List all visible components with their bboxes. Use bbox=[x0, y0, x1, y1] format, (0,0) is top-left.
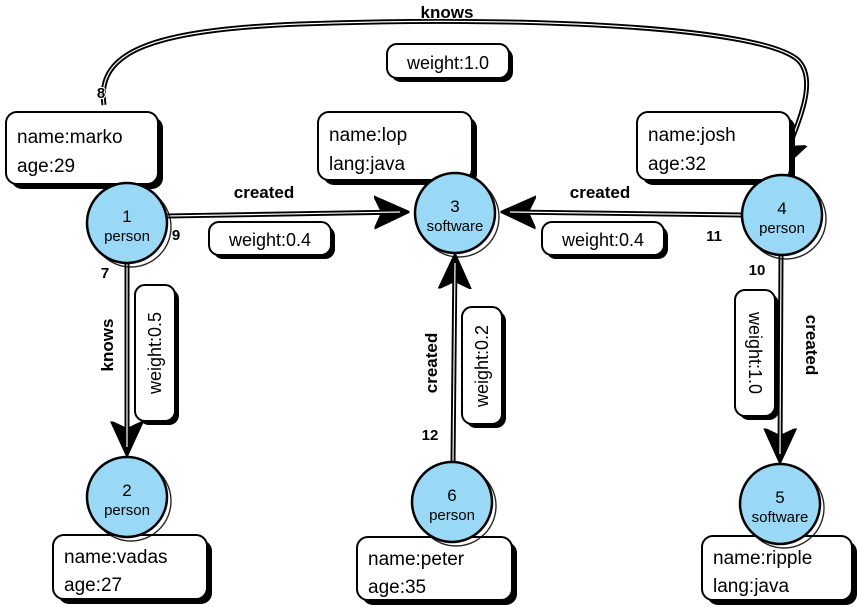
weight-text: weight:1.0 bbox=[406, 53, 489, 73]
vertex-5[interactable]: 5 software bbox=[738, 462, 825, 549]
property-line-1: name:marko bbox=[17, 127, 123, 148]
vertex-id: 3 bbox=[450, 197, 459, 216]
weight-text: weight:1.0 bbox=[745, 311, 765, 394]
edge-label-created-9: created bbox=[234, 183, 294, 202]
edge-label-knows-7: knows bbox=[98, 319, 117, 372]
edge-label-created-12: created bbox=[422, 333, 441, 393]
weight-box-frame bbox=[208, 221, 332, 256]
vertex-label: person bbox=[759, 220, 805, 237]
edge-12-created[interactable] bbox=[452, 258, 456, 463]
edge-11-path-highlight bbox=[509, 211, 743, 216]
weight-box-edge-9: weight:0.4 bbox=[208, 221, 335, 259]
edge-11-created[interactable] bbox=[505, 211, 743, 216]
edge-id-7: 7 bbox=[101, 265, 109, 282]
property-line-2: lang:java bbox=[329, 154, 405, 175]
vertex-label: person bbox=[429, 507, 475, 524]
property-box-vertex-5: name:ripple lang:java bbox=[701, 535, 857, 605]
vertex-label: person bbox=[104, 502, 150, 519]
property-line-2: age:27 bbox=[64, 575, 122, 596]
property-line-1: name:ripple bbox=[713, 548, 812, 569]
vertex-6[interactable]: 6 person bbox=[410, 460, 497, 547]
edge-id-9: 9 bbox=[172, 227, 180, 244]
vertex-4[interactable]: 4 person bbox=[740, 173, 827, 260]
property-line-1: name:lop bbox=[329, 125, 407, 146]
vertex-circle bbox=[85, 455, 169, 539]
weight-box-frame bbox=[461, 306, 503, 425]
vertex-id: 2 bbox=[122, 481, 131, 500]
vertex-circle bbox=[410, 460, 494, 544]
edge-id-8: 8 bbox=[97, 85, 105, 102]
weight-box-frame bbox=[386, 43, 510, 79]
vertex-label: software bbox=[427, 218, 484, 235]
edge-label-knows-8: knows bbox=[421, 3, 474, 22]
property-box-frame bbox=[636, 111, 791, 181]
property-box-vertex-3: name:lop lang:java bbox=[317, 111, 477, 185]
weight-box-edge-12: weight:0.2 bbox=[461, 306, 506, 428]
weight-box-edge-11: weight:0.4 bbox=[541, 221, 668, 259]
vertex-2[interactable]: 2 person bbox=[85, 455, 172, 542]
weight-box-frame bbox=[734, 289, 776, 417]
property-box-vertex-6: name:peter age:35 bbox=[356, 536, 517, 605]
property-line-2: age:32 bbox=[648, 154, 706, 175]
vertex-label: person bbox=[104, 228, 150, 245]
property-box-vertex-1: name:marko age:29 bbox=[5, 111, 163, 189]
vertex-id: 1 bbox=[122, 207, 131, 226]
edge-8-path-highlight bbox=[102, 20, 808, 169]
property-box-frame bbox=[5, 111, 159, 185]
property-box-vertex-4: name:josh age:32 bbox=[636, 111, 795, 185]
edge-id-12: 12 bbox=[422, 427, 439, 444]
edge-9-path-highlight bbox=[166, 211, 401, 217]
edge-id-11: 11 bbox=[706, 228, 722, 245]
edge-10-path-highlight bbox=[779, 254, 782, 455]
property-line-2: age:29 bbox=[17, 156, 75, 177]
weight-box-frame bbox=[134, 284, 176, 422]
edge-8-knows[interactable] bbox=[100, 18, 810, 169]
weight-text: weight:0.4 bbox=[561, 230, 644, 250]
weight-box-edge-8: weight:1.0 bbox=[386, 43, 513, 82]
property-line-1: name:josh bbox=[648, 125, 736, 146]
weight-box-edge-7: weight:0.5 bbox=[134, 284, 179, 425]
vertex-id: 5 bbox=[775, 488, 784, 507]
vertex-1[interactable]: 1 person bbox=[85, 181, 172, 268]
weight-text: weight:0.5 bbox=[145, 312, 165, 395]
vertex-id: 4 bbox=[777, 199, 786, 218]
property-box-vertex-2: name:vadas age:27 bbox=[52, 534, 212, 604]
edge-label-created-10: created bbox=[802, 315, 821, 375]
edge-id-10: 10 bbox=[749, 262, 766, 279]
weight-box-frame bbox=[541, 221, 665, 256]
weight-text: weight:0.2 bbox=[472, 325, 492, 408]
property-line-1: name:peter bbox=[368, 549, 465, 570]
vertex-label: software bbox=[752, 509, 809, 526]
vertex-circle bbox=[738, 462, 822, 546]
vertex-circle bbox=[413, 171, 497, 255]
edge-10-created[interactable] bbox=[779, 254, 782, 459]
property-line-1: name:vadas bbox=[64, 547, 168, 568]
edge-12-path-highlight bbox=[452, 262, 456, 463]
weight-text: weight:0.4 bbox=[228, 230, 311, 250]
vertex-circle bbox=[85, 181, 169, 265]
vertex-3[interactable]: 3 software bbox=[413, 171, 500, 258]
vertex-id: 6 bbox=[447, 486, 456, 505]
property-line-2: lang:java bbox=[713, 576, 789, 597]
edge-9-created[interactable] bbox=[166, 211, 405, 217]
property-line-2: age:35 bbox=[368, 577, 426, 598]
weight-box-edge-10: weight:1.0 bbox=[734, 289, 779, 420]
vertex-circle bbox=[740, 173, 824, 257]
edge-label-created-11: created bbox=[570, 183, 630, 202]
property-box-frame bbox=[317, 111, 473, 181]
